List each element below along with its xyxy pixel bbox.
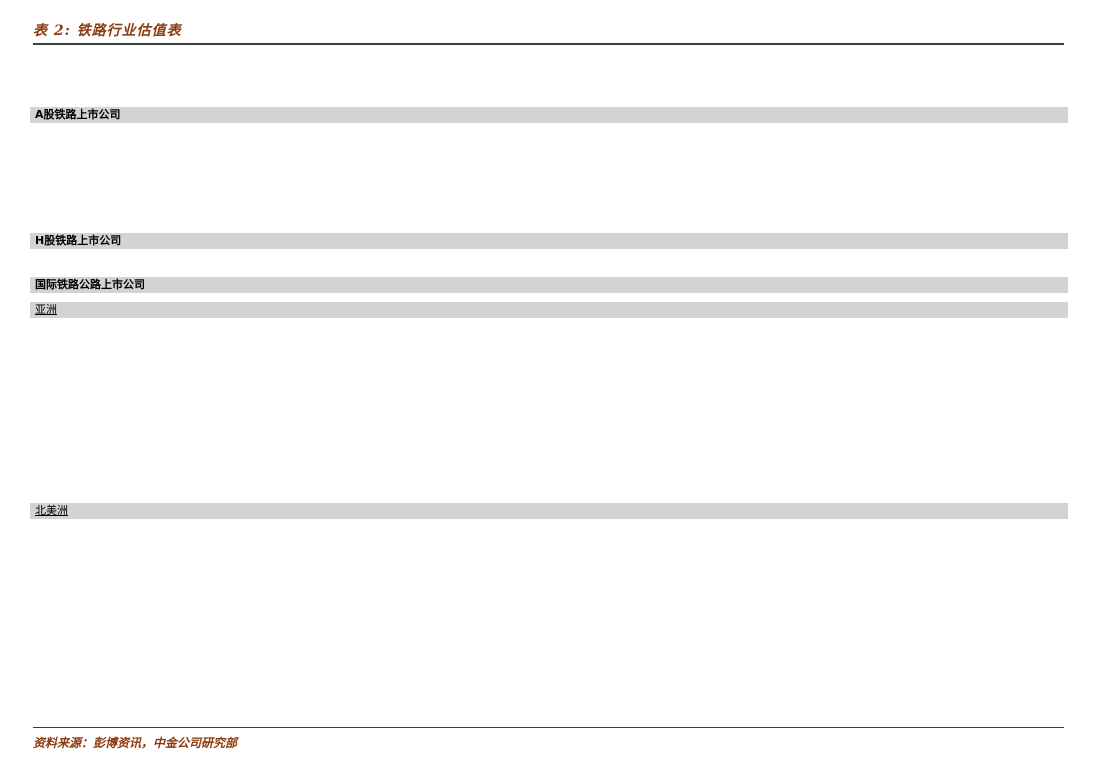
table-title: 表 2: 铁路行业估值表	[33, 23, 182, 39]
section-label-international: 国际铁路公路上市公司	[35, 278, 145, 291]
section-header-north-america: 北美洲	[30, 503, 1068, 519]
section-header-asia: 亚洲	[30, 302, 1068, 318]
footer-divider	[33, 727, 1064, 728]
section-header-international: 国际铁路公路上市公司	[30, 277, 1068, 293]
section-header-a-share: A股铁路上市公司	[30, 107, 1068, 123]
section-label-h-share: H股铁路上市公司	[35, 234, 122, 247]
section-header-h-share: H股铁路上市公司	[30, 233, 1068, 249]
section-label-a-share: A股铁路上市公司	[35, 108, 121, 121]
section-label-north-america: 北美洲	[35, 504, 68, 517]
source-attribution: 资料来源：彭博资讯，中金公司研究部	[33, 736, 238, 750]
section-label-asia: 亚洲	[35, 303, 57, 316]
title-divider	[33, 43, 1064, 45]
